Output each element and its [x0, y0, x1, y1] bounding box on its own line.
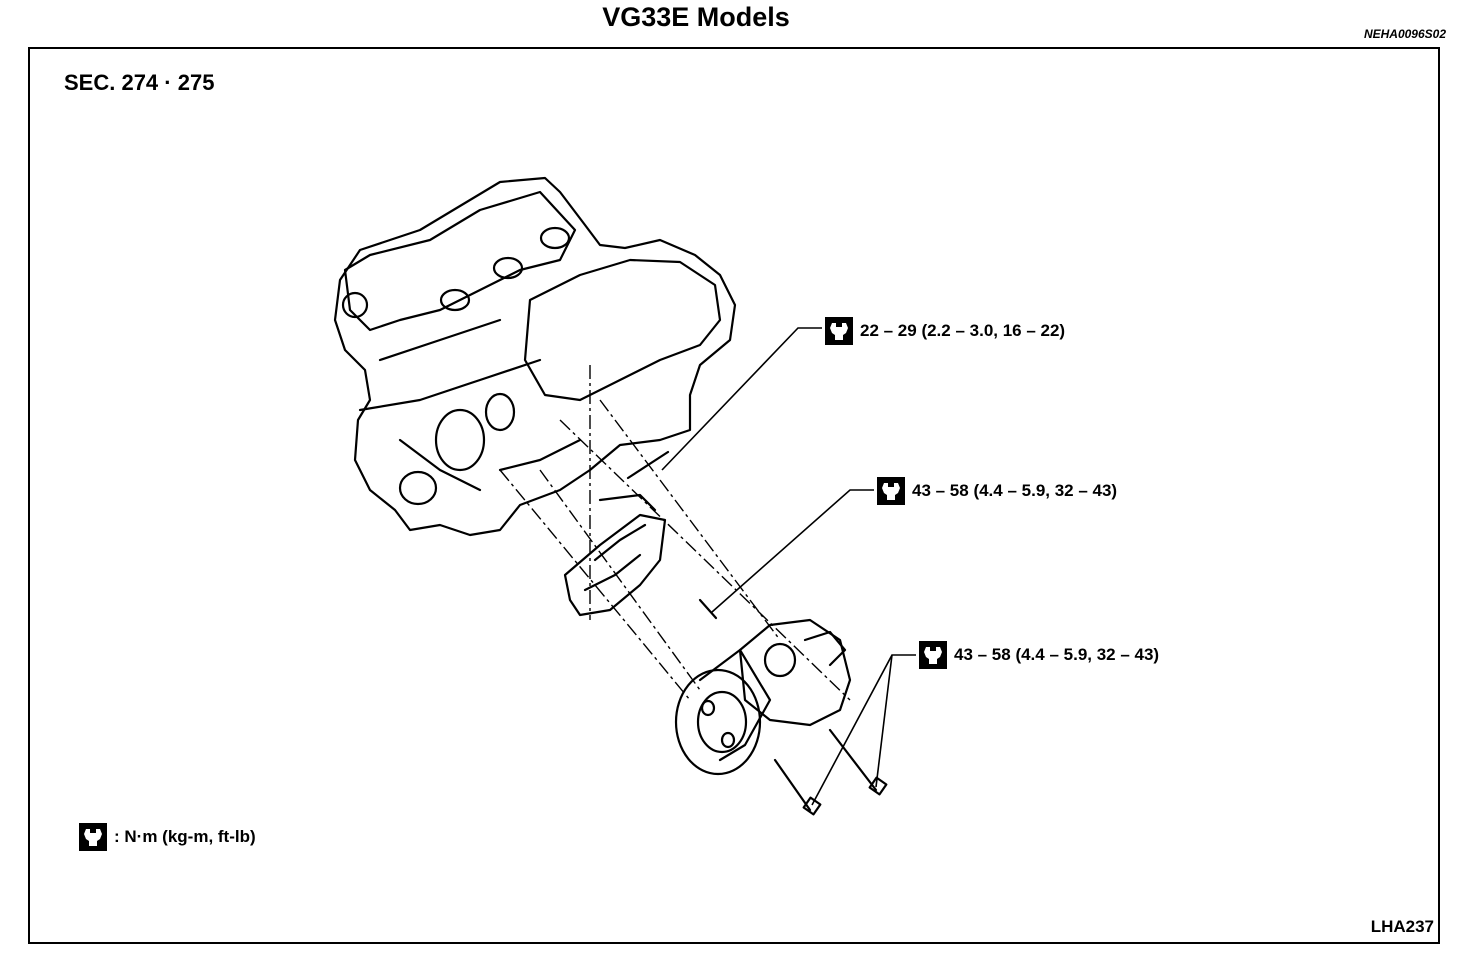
- alignment-line: [599, 399, 781, 641]
- torque-wrench-icon: [877, 477, 905, 505]
- pulley-hub: [696, 690, 748, 754]
- torque-spec: 43 – 58 (4.4 – 5.9, 32 – 43): [912, 481, 1118, 500]
- timing-cover-hole: [434, 408, 486, 472]
- leader-line-3: [811, 654, 916, 806]
- timing-cover-hole: [398, 470, 438, 506]
- intake-port: [492, 256, 524, 280]
- torque-wrench-icon: [919, 641, 947, 669]
- engine-block: [333, 176, 737, 537]
- intake-port: [539, 226, 571, 250]
- torque-callout-middle-bolt: 43 – 58 (4.4 – 5.9, 32 – 43): [876, 476, 1117, 506]
- legend-text: : N·m (kg-m, ft-lb): [114, 827, 256, 846]
- pump-body-side: [698, 648, 772, 762]
- reference-code: NEHA0096S02: [1363, 27, 1446, 41]
- alignment-line: [559, 419, 851, 701]
- engine-lower-detail: [358, 318, 582, 492]
- diagram-code: LHA237: [1370, 917, 1434, 936]
- torque-callout-upper-bolt: 22 – 29 (2.2 – 3.0, 16 – 22): [824, 316, 1065, 346]
- leader-line-3b: [875, 654, 893, 788]
- section-number: SEC. 274 · 275: [64, 70, 215, 95]
- intake-port: [439, 288, 471, 312]
- timing-cover-hole: [484, 392, 516, 432]
- pump-fitting: [763, 642, 797, 678]
- torque-spec: 22 – 29 (2.2 – 3.0, 16 – 22): [860, 321, 1066, 340]
- right-bank-head: [523, 258, 722, 402]
- diagram-frame: [28, 47, 1440, 944]
- leader-line-2: [711, 489, 874, 613]
- bolt-head: [868, 776, 888, 796]
- bolt-lower-left: [773, 758, 812, 812]
- bolt-middle: [698, 598, 718, 620]
- alignment-line: [539, 469, 701, 691]
- page-title: VG33E Models: [602, 2, 790, 32]
- pump-outlet: [803, 630, 847, 667]
- pulley-hole: [700, 699, 716, 717]
- port-hole: [341, 291, 369, 319]
- bolt-head: [802, 796, 822, 816]
- leader-line-1: [661, 327, 822, 471]
- torque-callout-lower-bolts: 43 – 58 (4.4 – 5.9, 32 – 43): [918, 640, 1159, 670]
- pump-pulley: [674, 668, 762, 776]
- bolt-lower-right: [828, 728, 878, 792]
- pump-body: [738, 618, 852, 727]
- torque-spec: 43 – 58 (4.4 – 5.9, 32 – 43): [954, 645, 1160, 664]
- pulley-hole: [720, 731, 736, 749]
- torque-wrench-icon: [825, 317, 853, 345]
- bracket-detail: [583, 493, 657, 592]
- cylinder-head: [343, 190, 577, 332]
- torque-unit-legend: : N·m (kg-m, ft-lb): [78, 822, 256, 852]
- torque-wrench-icon: [79, 823, 107, 851]
- pump-bracket: [563, 513, 667, 617]
